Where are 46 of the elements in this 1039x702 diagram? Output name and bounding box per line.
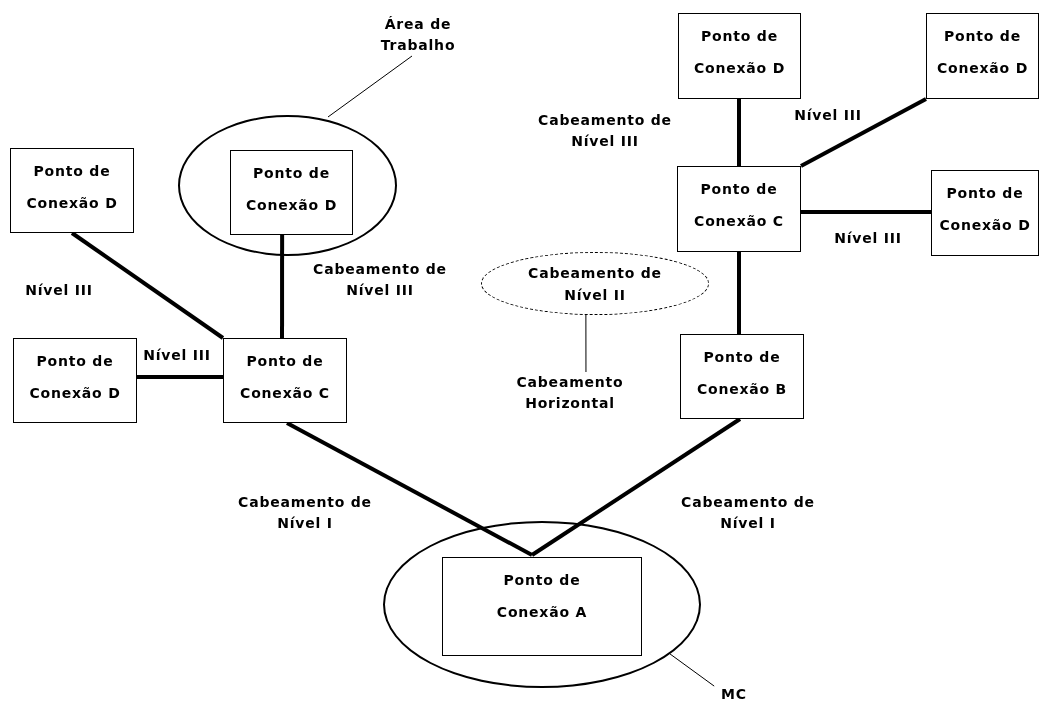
callout-text: MC <box>712 684 756 702</box>
connection-point-box <box>230 150 353 235</box>
connection-point-box <box>13 338 137 423</box>
connection-point-box <box>926 13 1039 99</box>
box-label: Ponto de Conexão C <box>239 352 331 403</box>
box-label: Ponto de Conexão D <box>938 184 1032 235</box>
connection-point-box <box>677 166 801 252</box>
box-label: Ponto de Conexão D <box>692 27 787 78</box>
cable-line <box>530 417 742 557</box>
cable-label: Nível III <box>793 106 863 125</box>
cable-label: Cabeamento de Nível I <box>680 493 816 533</box>
cable-label: Cabeamento de Nível III <box>537 111 673 151</box>
box-label: Ponto de Conexão D <box>25 162 119 213</box>
connection-point-box <box>223 338 347 423</box>
connection-point-box <box>680 334 804 419</box>
cable-line <box>801 209 931 214</box>
cable-line <box>286 421 533 557</box>
cable-line <box>737 252 741 334</box>
cable-label: Nível III <box>142 346 212 365</box>
callout-text: Área de Trabalho <box>368 14 468 56</box>
connection-point-box <box>931 170 1039 256</box>
cable-line <box>800 97 927 168</box>
area-ellipse <box>178 115 397 256</box>
cable-line <box>280 233 285 338</box>
callout-text: Cabeamento Horizontal <box>510 372 630 414</box>
cable-line <box>70 231 225 340</box>
leader-line <box>585 314 587 373</box>
box-label: Ponto de Conexão C <box>693 180 785 231</box>
connection-point-box <box>442 557 642 656</box>
leader-line <box>327 55 413 118</box>
cable-label: Nível III <box>24 281 94 300</box>
area-ellipse <box>383 521 701 688</box>
cable-label: Cabeamento de Nível III <box>312 260 448 300</box>
cable-label: Nível III <box>833 229 903 248</box>
cable-line <box>737 99 741 166</box>
leader-line <box>669 653 715 687</box>
ellipse-label: Cabeamento de Nível II <box>527 263 663 305</box>
box-label: Ponto de Conexão B <box>695 348 789 399</box>
box-label: Ponto de Conexão D <box>244 164 339 215</box>
box-label: Ponto de Conexão D <box>28 352 122 403</box>
box-label: Ponto de Conexão A <box>495 571 589 622</box>
cable-label: Cabeamento de Nível I <box>237 493 373 533</box>
cable-line <box>137 374 223 379</box>
connection-point-box <box>10 148 134 233</box>
box-label: Ponto de Conexão D <box>935 27 1030 78</box>
connection-point-box <box>678 13 801 99</box>
